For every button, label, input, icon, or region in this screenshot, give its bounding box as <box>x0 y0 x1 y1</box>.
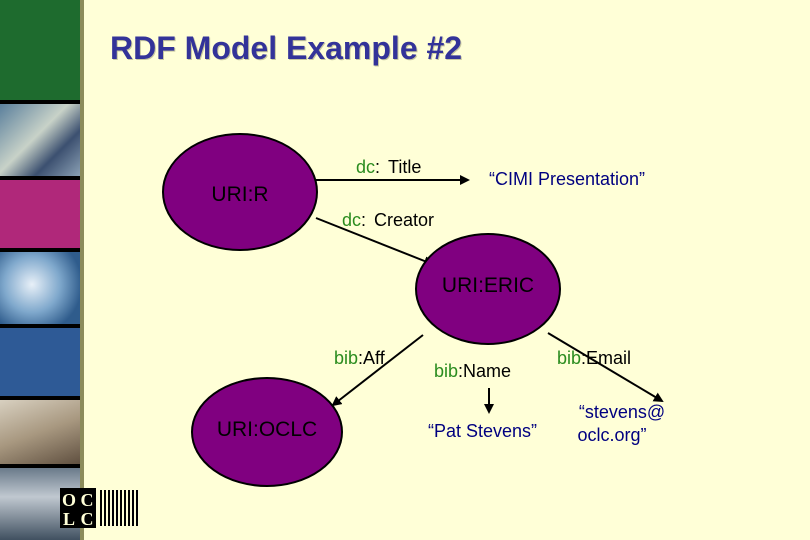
node-uri-r-label: URI:R <box>211 183 268 206</box>
node-uri-r <box>162 133 318 251</box>
node-uri-eric <box>415 233 561 345</box>
edge-email-arrow <box>547 332 664 403</box>
edge-label-aff: bib:Aff <box>334 348 386 368</box>
oclc-logo: O C L C <box>60 488 138 529</box>
edge-label-title: dc: Title <box>356 157 421 177</box>
photo-tile-magenta <box>0 180 80 248</box>
literal-email-line1: “stevens@ <box>579 402 665 422</box>
edge-label-aff-sep: : <box>358 348 363 368</box>
edge-label-title-sep: : <box>375 157 380 177</box>
photo-tile-globe <box>0 252 80 324</box>
edge-label-creator: dc: Creator <box>342 210 434 230</box>
edge-label-creator-name: Creator <box>374 210 434 230</box>
sidebar-photo-strip <box>0 0 80 540</box>
literal-cimi-presentation: “CIMI Presentation” <box>489 169 645 189</box>
literal-email-line2: oclc.org” <box>577 425 646 445</box>
node-uri-oclc <box>191 377 343 487</box>
sidebar-divider <box>80 0 84 540</box>
photo-tile-green <box>0 0 80 100</box>
svg-text:C: C <box>81 490 94 510</box>
edge-label-title-name: Title <box>388 157 421 177</box>
slide-title: RDF Model Example #2 <box>110 30 463 66</box>
photo-tile-computers <box>0 104 80 176</box>
svg-text:L: L <box>63 509 75 529</box>
edge-label-title-prefix: dc <box>356 157 375 177</box>
svg-text:O: O <box>62 490 76 510</box>
edge-label-aff-name: Aff <box>363 348 386 368</box>
literal-pat-stevens: “Pat Stevens” <box>428 421 537 441</box>
edge-label-name-name: Name <box>463 361 511 381</box>
edge-label-name-prefix: bib <box>434 361 458 381</box>
photo-tile-blue <box>0 328 80 396</box>
edge-aff-arrow <box>331 334 424 407</box>
edge-creator-arrow <box>315 217 434 266</box>
edge-label-email-name: Email <box>586 348 631 368</box>
edge-label-email: bib:Email <box>557 348 631 368</box>
node-uri-oclc-label: URI:OCLC <box>217 418 317 441</box>
edge-label-name: bib:Name <box>434 361 511 381</box>
photo-tile-hand-mouse <box>0 400 80 464</box>
edge-label-creator-sep: : <box>361 210 366 230</box>
edge-label-email-prefix: bib <box>557 348 581 368</box>
node-uri-eric-label: URI:ERIC <box>442 274 534 297</box>
edge-label-creator-prefix: dc <box>342 210 361 230</box>
edge-label-email-sep: : <box>581 348 586 368</box>
edge-label-name-sep: : <box>458 361 463 381</box>
svg-text:C: C <box>81 509 94 529</box>
edge-label-aff-prefix: bib <box>334 348 358 368</box>
